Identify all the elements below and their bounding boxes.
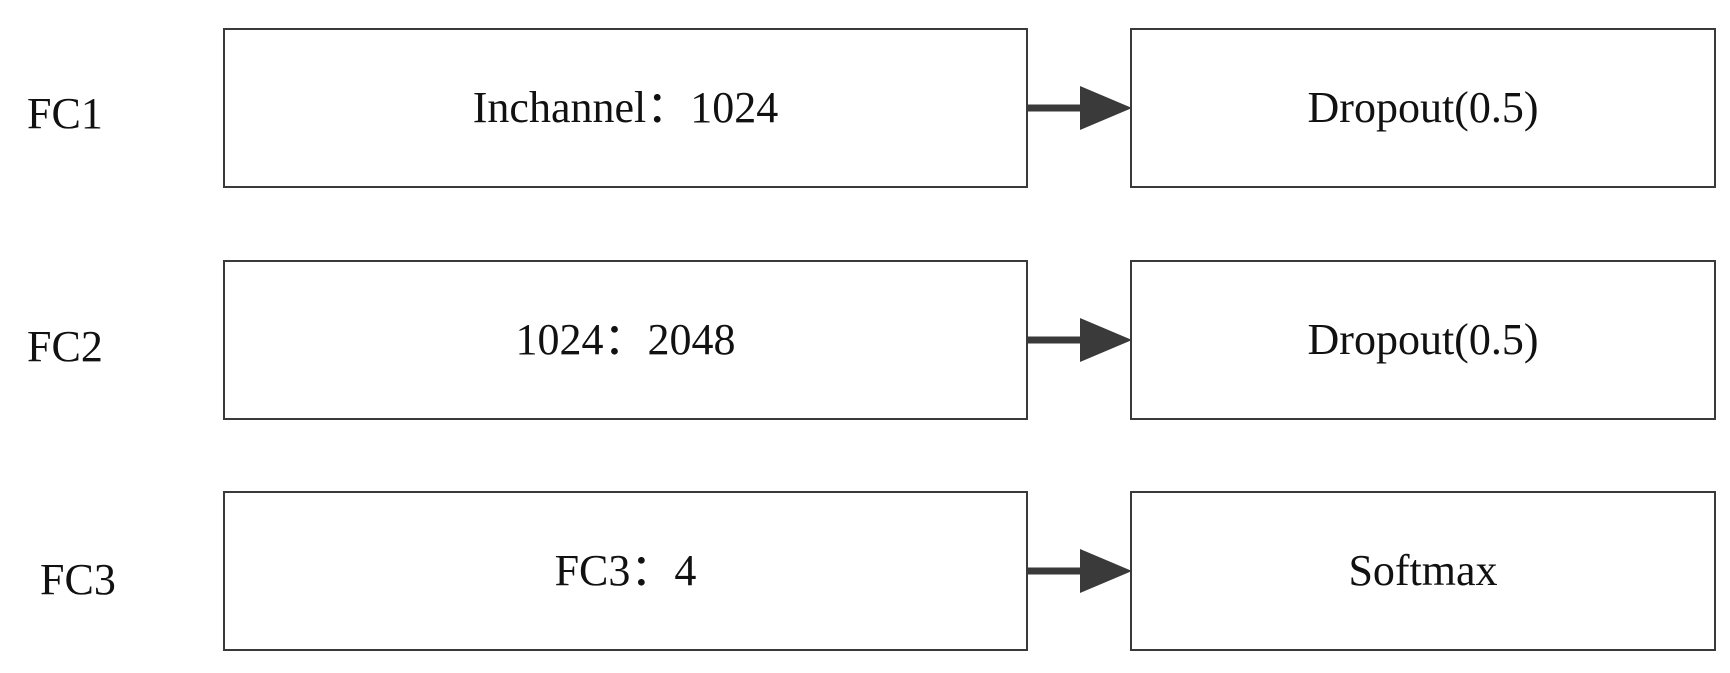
op-box-fc2: Dropout(0.5) <box>1130 260 1716 420</box>
row-label-fc1: FC1 <box>27 89 103 138</box>
arrow-fc2-to-dropout <box>1026 318 1132 362</box>
op-box-fc2-text: Dropout(0.5) <box>1307 315 1539 364</box>
op-box-fc1: Dropout(0.5) <box>1130 28 1716 188</box>
layer-box-fc1: Inchannel：1024 <box>223 28 1028 188</box>
layer-box-fc2-text: 1024：2048 <box>515 315 736 364</box>
layer-box-fc1-text: Inchannel：1024 <box>472 83 779 132</box>
row-label-fc3: FC3 <box>40 555 116 604</box>
arrow-fc3-to-softmax <box>1026 549 1132 593</box>
op-box-fc3-text: Softmax <box>1348 546 1498 595</box>
row-label-fc2: FC2 <box>27 322 103 371</box>
layer-box-fc3-text: FC3：4 <box>554 546 697 595</box>
op-box-fc3: Softmax <box>1130 491 1716 651</box>
layer-box-fc3: FC3：4 <box>223 491 1028 651</box>
op-box-fc1-text: Dropout(0.5) <box>1307 83 1539 132</box>
layer-box-fc2: 1024：2048 <box>223 260 1028 420</box>
arrow-fc1-to-dropout <box>1026 86 1132 130</box>
